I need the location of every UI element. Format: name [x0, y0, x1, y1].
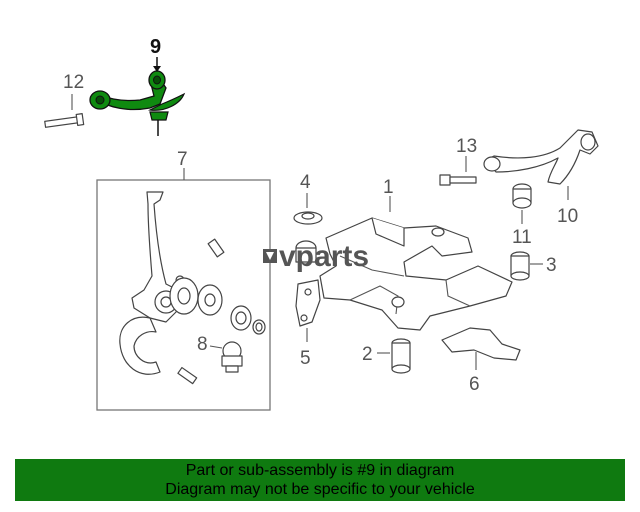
- part-4-mount-bushing[interactable]: [293, 211, 323, 225]
- callout-5[interactable]: 5: [300, 348, 311, 369]
- info-banner: Part or sub-assembly is #9 in diagram Di…: [15, 459, 625, 501]
- callout-10[interactable]: 10: [557, 206, 578, 227]
- part-3-mount[interactable]: [510, 251, 530, 281]
- watermark: vparts: [263, 240, 369, 273]
- part-7-pin[interactable]: [207, 238, 225, 258]
- banner-line-2: Diagram may not be specific to your vehi…: [165, 481, 475, 498]
- bracket-hole-icon: [304, 288, 312, 296]
- arrow-9: [153, 66, 161, 72]
- part-6-bracket[interactable]: [441, 327, 521, 361]
- part-4-lower-bushing[interactable]: [295, 240, 317, 263]
- part-10-lower-control-arm[interactable]: [483, 129, 599, 185]
- part-7-bolt[interactable]: [177, 366, 198, 385]
- part-11-bushing[interactable]: [512, 183, 532, 209]
- part-7-bearing[interactable]: [230, 305, 266, 335]
- callout-12[interactable]: 12: [63, 72, 84, 93]
- callout-4[interactable]: 4: [300, 172, 311, 193]
- callout-8[interactable]: 8: [197, 334, 208, 355]
- callout-6[interactable]: 6: [469, 374, 480, 395]
- callout-1[interactable]: 1: [383, 177, 394, 198]
- bracket-hole-icon: [300, 314, 308, 322]
- part-7-dust-shield[interactable]: [119, 316, 161, 375]
- part-7-wheel-hub[interactable]: [169, 277, 223, 316]
- banner-line-1: Part or sub-assembly is #9 in diagram: [185, 462, 455, 479]
- part-12-bolt[interactable]: [44, 113, 85, 128]
- watermark-text: vparts: [279, 240, 369, 273]
- callout-9[interactable]: 9: [150, 36, 161, 58]
- part-8-ball-joint[interactable]: [221, 341, 243, 373]
- part-5-bracket[interactable]: [295, 279, 321, 327]
- callout-7[interactable]: 7: [177, 149, 188, 170]
- cv-logo-icon: [263, 249, 277, 263]
- part-2-bushing[interactable]: [391, 338, 411, 374]
- callout-2[interactable]: 2: [362, 344, 373, 365]
- part-9-upper-control-arm[interactable]: [89, 70, 186, 136]
- callout-13[interactable]: 13: [456, 136, 477, 157]
- part-13-bolt[interactable]: [439, 174, 477, 186]
- callout-3[interactable]: 3: [546, 255, 557, 276]
- callout-11[interactable]: 11: [512, 227, 532, 248]
- callout-line-8: [209, 345, 223, 349]
- part-1-subframe[interactable]: [319, 217, 513, 331]
